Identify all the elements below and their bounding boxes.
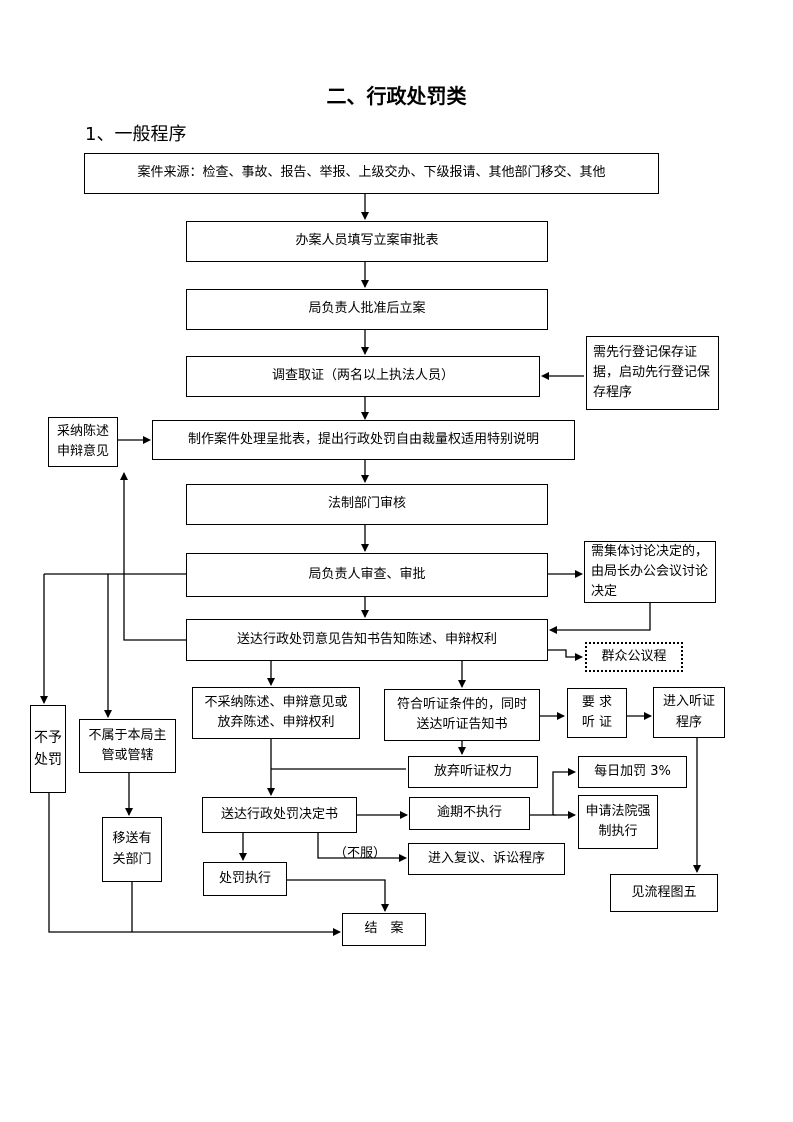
node-overdue: 逾期不执行 [409,797,530,830]
node-leader-review: 局负责人审查、审批 [186,553,548,597]
node-no-punish: 不予处罚 [30,705,66,793]
node-collective-discussion: 需集体讨论决定的，由局长办公会议讨论决定 [584,541,716,603]
node-legal-review: 法制部门审核 [186,484,548,525]
arrow-to-review [317,833,407,862]
node-deliver-decision: 送达行政处罚决定书 [202,797,357,833]
label-disagree: （不服） [334,846,387,861]
node-court-enforce: 申请法院强制执行 [578,795,658,849]
node-transfer: 移送有关部门 [102,817,162,882]
node-not-accept: 不采纳陈述、申辩意见或放弃陈述、申辩权利 [192,687,360,739]
node-waive-hearing: 放弃听证权力 [408,756,538,788]
node-review-litigation: 进入复议、诉讼程序 [408,843,565,875]
arrow-no-punish-to-close [48,793,341,936]
arrow-execute-to-close [287,879,389,912]
node-daily-fine: 每日加罚 3% [578,756,687,788]
node-request-hearing: 要 求 听 证 [567,688,627,738]
arrow-collective-to-notice [549,603,651,634]
node-accept-statement: 采纳陈述申辩意见 [48,417,118,467]
node-fill-form: 办案人员填写立案审批表 [186,221,548,262]
node-see-chart5: 见流程图五 [610,874,718,912]
node-investigate: 调查取证（两名以上执法人员） [186,356,540,397]
node-close-case: 结 案 [342,913,426,946]
arrow-notice-back-to-accept [120,472,186,641]
node-case-source: 案件来源：检查、事故、报告、举报、上级交办、下级报请、其他部门移交、其他 [84,153,659,194]
node-deliver-notice: 送达行政处罚意见告知书告知陈述、申辩权利 [186,619,548,661]
node-public-hearing: 群众公议程 [585,642,683,672]
node-execute: 处罚执行 [203,862,287,896]
node-enter-hearing: 进入听证程序 [653,687,725,738]
page-title: 二、行政处罚类 [326,84,467,108]
section-title: 1、一般程序 [85,124,187,145]
node-not-jurisdiction: 不属于本局主管或管辖 [79,719,176,773]
arrow-to-daily-fine [552,768,576,815]
node-hearing-condition: 符合听证条件的，同时送达听证告知书 [384,689,540,741]
node-make-report: 制作案件处理呈批表，提出行政处罚自由裁量权适用特别说明 [152,420,575,460]
arrow-notice-to-public [548,649,583,661]
node-preserve-evidence: 需先行登记保存证据，启动先行登记保存程序 [586,336,719,410]
node-approve-filing: 局负责人批准后立案 [186,289,548,330]
